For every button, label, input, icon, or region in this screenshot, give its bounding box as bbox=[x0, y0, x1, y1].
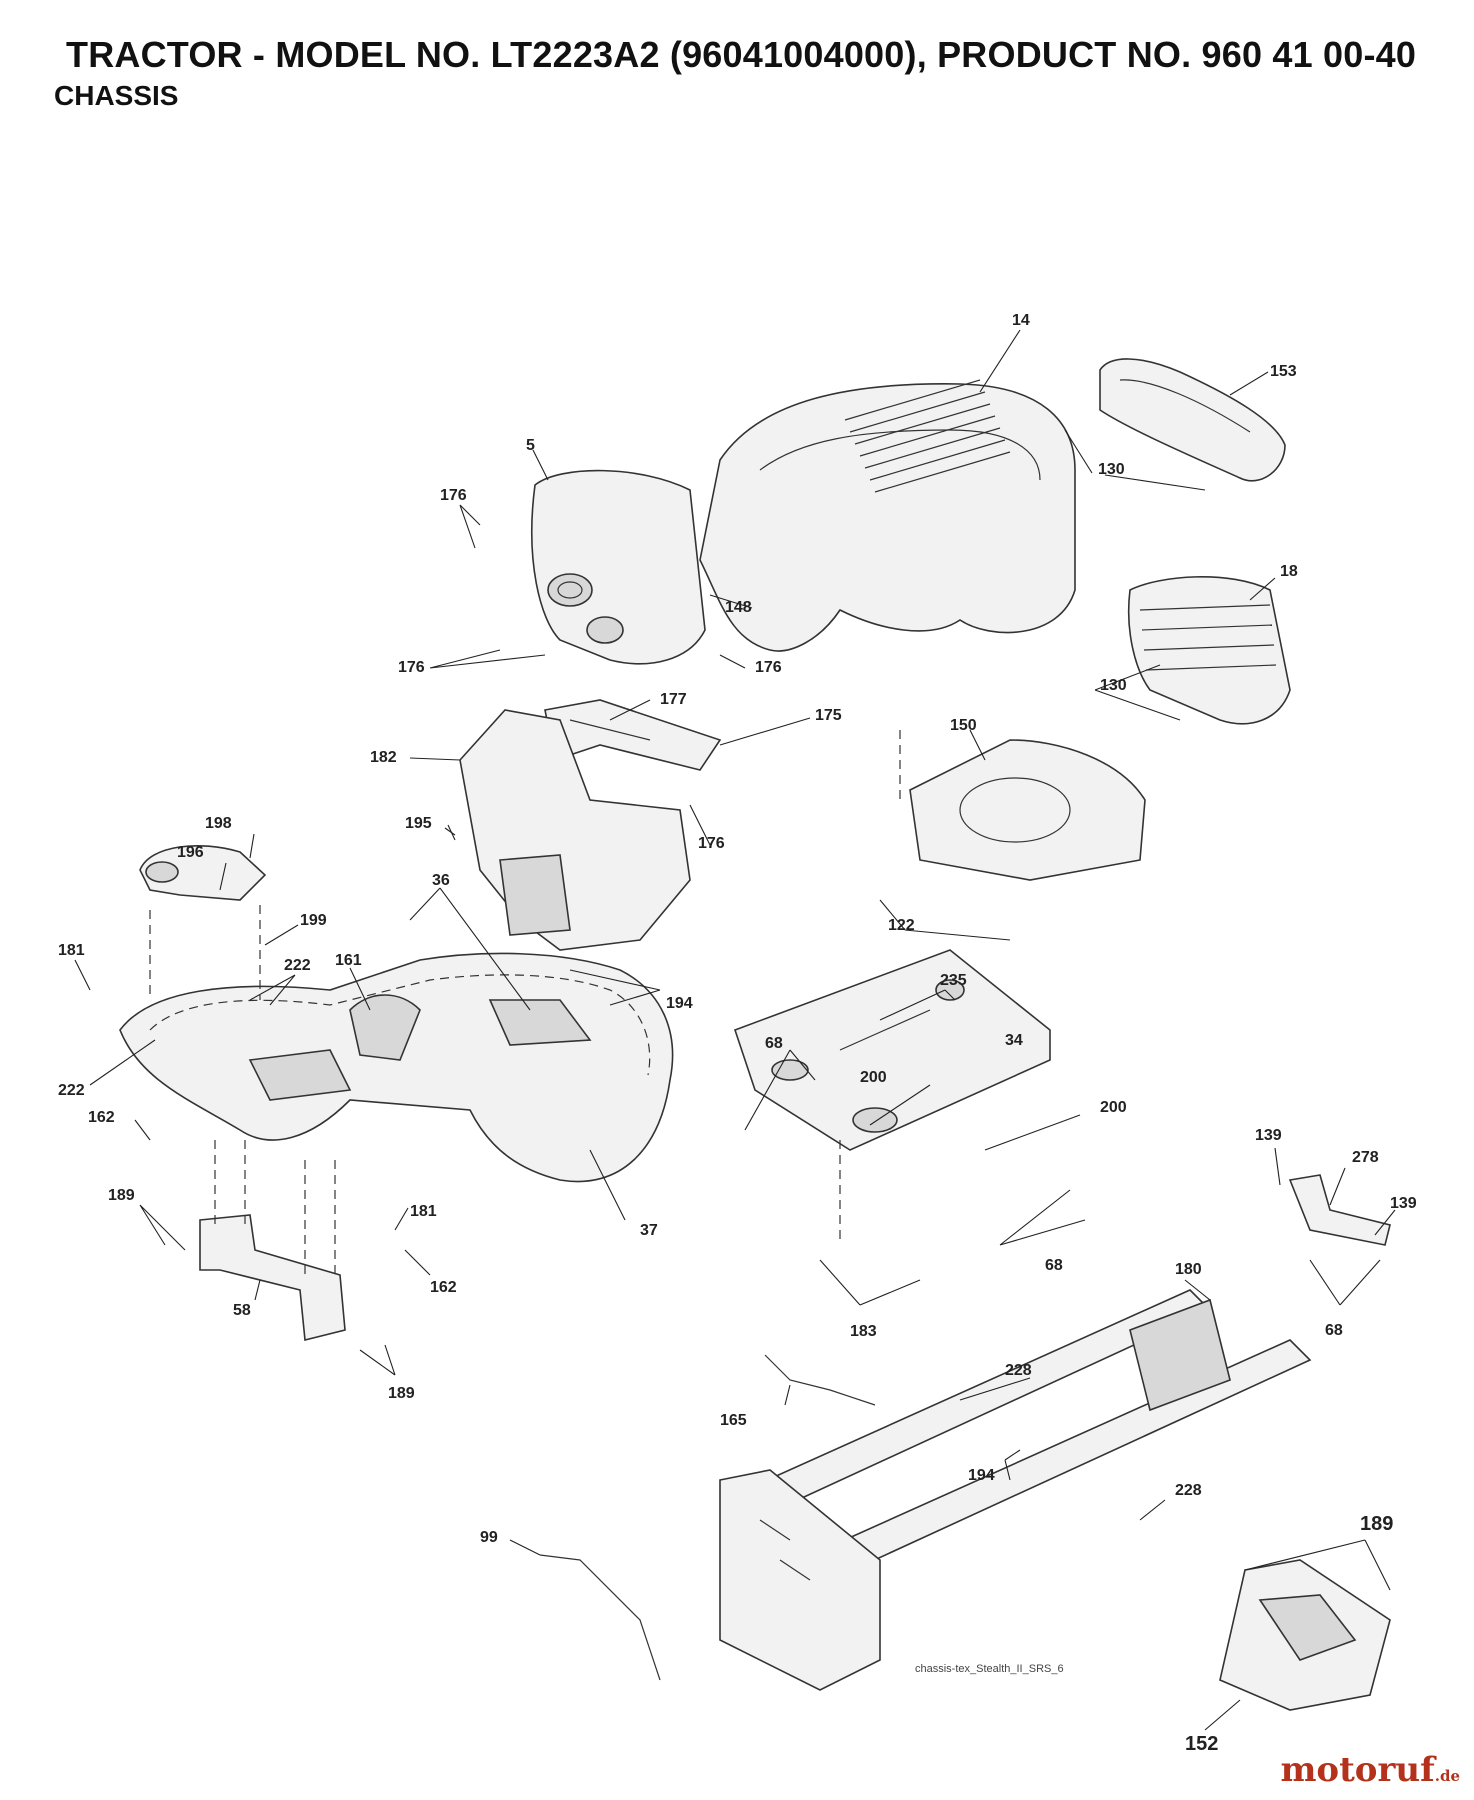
callout-183: 183 bbox=[850, 1323, 877, 1340]
callout-189: 189 bbox=[108, 1187, 135, 1204]
callout-34: 34 bbox=[1005, 1032, 1023, 1049]
watermark-logo: motoruf.de bbox=[1280, 1750, 1460, 1790]
callout-235: 235 bbox=[940, 972, 967, 989]
callout-194: 194 bbox=[968, 1467, 995, 1484]
callout-153: 153 bbox=[1270, 363, 1297, 380]
fuel-shield-part bbox=[909, 739, 1146, 881]
callout-278: 278 bbox=[1352, 1149, 1379, 1166]
watermark-tld: .de bbox=[1434, 1767, 1460, 1785]
callout-199: 199 bbox=[300, 912, 327, 929]
front-grille-part bbox=[1099, 358, 1286, 482]
callout-5: 5 bbox=[526, 437, 535, 454]
hood-vents bbox=[844, 379, 1011, 493]
callout-130: 130 bbox=[1098, 461, 1125, 478]
callout-194: 194 bbox=[666, 995, 693, 1012]
dash-panel-part bbox=[531, 469, 706, 665]
callout-182: 182 bbox=[370, 749, 397, 766]
callout-68: 68 bbox=[1045, 1257, 1063, 1274]
callout-181: 181 bbox=[58, 942, 85, 959]
callout-130: 130 bbox=[1100, 677, 1127, 694]
callout-162: 162 bbox=[88, 1109, 115, 1126]
callout-228: 228 bbox=[1005, 1362, 1032, 1379]
callout-189: 189 bbox=[1360, 1513, 1393, 1535]
callout-68: 68 bbox=[1325, 1322, 1343, 1339]
hood-part bbox=[699, 379, 1076, 652]
callout-122: 122 bbox=[888, 917, 915, 934]
callout-175: 175 bbox=[815, 707, 842, 724]
callout-176: 176 bbox=[440, 487, 467, 504]
page-title: TRACTOR - MODEL NO. LT2223A2 (9604100400… bbox=[66, 34, 1417, 75]
bracket-278-part bbox=[1288, 1174, 1391, 1246]
rod-165-part bbox=[764, 1354, 876, 1406]
watermark-brand: motoruf bbox=[1280, 1750, 1435, 1790]
page-subtitle: CHASSIS bbox=[54, 80, 179, 111]
callout-176: 176 bbox=[755, 659, 782, 676]
callout-228: 228 bbox=[1175, 1482, 1202, 1499]
leader-lines bbox=[74, 329, 1396, 1731]
rod-99-part bbox=[539, 1554, 661, 1681]
callout-176: 176 bbox=[698, 835, 725, 852]
callout-195: 195 bbox=[405, 815, 432, 832]
callout-139: 139 bbox=[1390, 1195, 1417, 1212]
part-callouts: 14 153 5 176 130 148 176 18 176 177 175 … bbox=[58, 312, 1417, 1755]
callout-176: 176 bbox=[398, 659, 425, 676]
callout-58: 58 bbox=[233, 1302, 251, 1319]
bracket-58-part bbox=[199, 1214, 346, 1342]
callout-180: 180 bbox=[1175, 1261, 1202, 1278]
lower-dash-part bbox=[459, 709, 691, 951]
shield-152-part bbox=[1219, 1559, 1391, 1711]
callout-37: 37 bbox=[640, 1222, 658, 1239]
seat-pan-part bbox=[139, 844, 267, 901]
callout-165: 165 bbox=[720, 1412, 747, 1429]
callout-99: 99 bbox=[480, 1529, 498, 1546]
callout-152: 152 bbox=[1185, 1733, 1218, 1755]
callout-18: 18 bbox=[1280, 563, 1298, 580]
callout-200: 200 bbox=[860, 1069, 887, 1086]
drawing-caption: chassis-tex_Stealth_II_SRS_6 bbox=[915, 1663, 1064, 1675]
radiator-grille-part bbox=[1127, 576, 1291, 725]
callout-162: 162 bbox=[430, 1279, 457, 1296]
callout-68: 68 bbox=[765, 1035, 783, 1052]
callout-161: 161 bbox=[335, 952, 362, 969]
body-fender-part bbox=[119, 952, 674, 1183]
callout-14: 14 bbox=[1012, 312, 1030, 329]
callout-177: 177 bbox=[660, 691, 687, 708]
callout-196: 196 bbox=[177, 844, 204, 861]
callout-222: 222 bbox=[284, 957, 311, 974]
callout-150: 150 bbox=[950, 717, 977, 734]
callout-222: 222 bbox=[58, 1082, 85, 1099]
callout-148: 148 bbox=[725, 599, 752, 616]
callout-189: 189 bbox=[388, 1385, 415, 1402]
alignment-lines bbox=[149, 730, 901, 1280]
callout-198: 198 bbox=[205, 815, 232, 832]
callout-200: 200 bbox=[1100, 1099, 1127, 1116]
callout-139: 139 bbox=[1255, 1127, 1282, 1144]
callout-181: 181 bbox=[410, 1203, 437, 1220]
callout-36: 36 bbox=[432, 872, 450, 889]
main-frame-part bbox=[719, 1289, 1312, 1691]
